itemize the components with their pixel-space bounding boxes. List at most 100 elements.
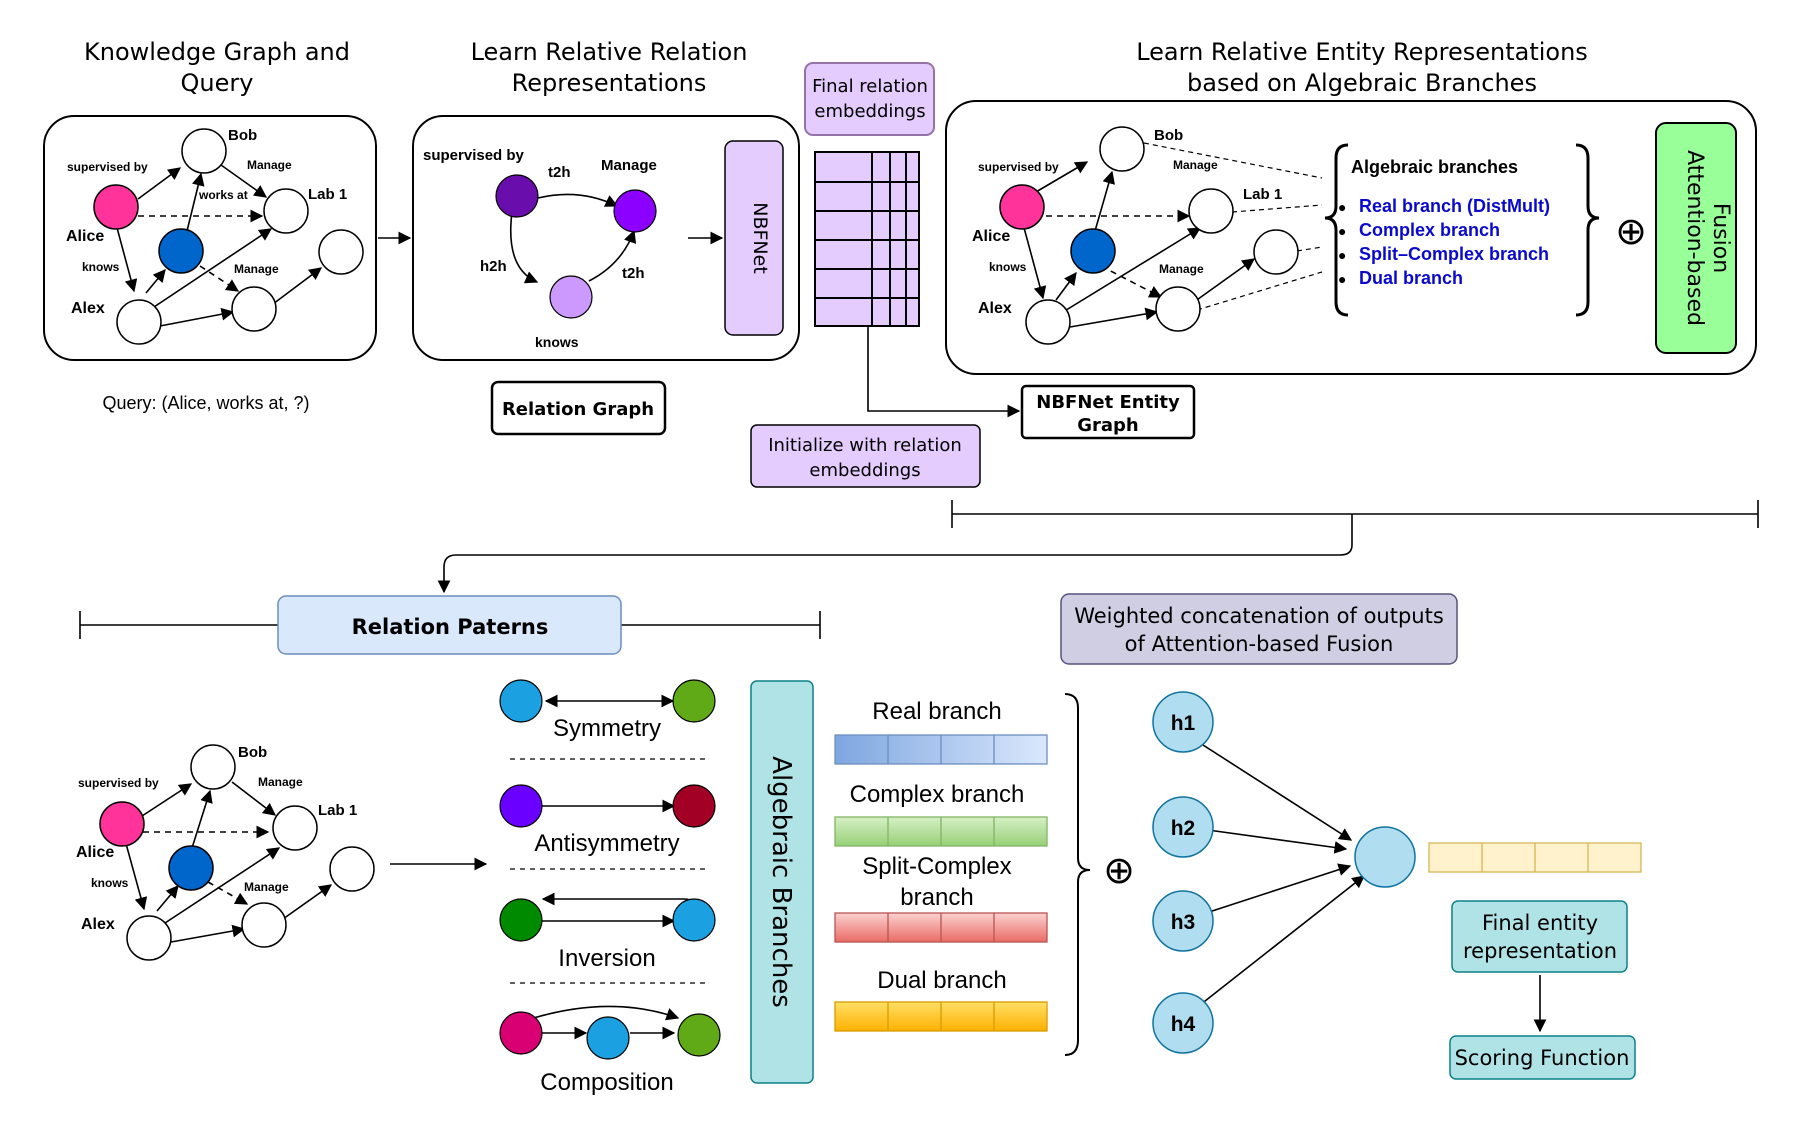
unnamed-node [231,286,277,332]
rg-supervised-label: supervised by [423,147,525,164]
nbfnet-entity-graph-box [1020,384,1196,440]
alice-node [99,801,145,847]
knows-relation-node [549,275,593,319]
svg-text:●: ● [1338,247,1346,263]
rg-manage-label: Manage [601,157,657,174]
pattern-antisymmetry: Antisymmetry [534,830,679,857]
alg-list-item-dual: Dual branch [1359,268,1463,288]
scoring-function-box [1449,1035,1636,1080]
lab1-node [272,805,318,851]
fusion-output-node [1354,826,1416,888]
pattern-inversion: Inversion [558,945,655,972]
composition-c-node [677,1013,721,1057]
supervised-relation-node [495,174,539,218]
kg-knows-label: knows [82,260,120,274]
symmetry-tail-node [672,679,716,723]
ent-manage-label: Manage [1173,158,1218,172]
attention-line2: Fusion [1708,203,1733,273]
final-entity-line1: Final entity [1482,911,1598,935]
ent-bob-label: Bob [1154,127,1183,144]
bkg-lab1-label: Lab 1 [318,802,357,819]
h2-label: h2 [1171,817,1196,840]
pattern-symmetry: Symmetry [553,715,661,742]
weighted-line1: Weighted concatenation of outputs [1074,604,1444,628]
nbfnet-label: NBFNet [749,202,771,274]
attention-line1: Attention-based [1682,150,1707,326]
pattern-composition: Composition [540,1069,673,1096]
composition-b-node [586,1016,630,1060]
ent-title-line1: Learn Relative Entity Representations [1136,38,1588,66]
rg-t2h-label: t2h [548,164,571,181]
alg-list-title: Algebraic branches [1351,157,1518,177]
kg-manage-label: Manage [247,158,292,172]
bkg-alice-label: Alice [76,844,114,861]
initialize-box [750,424,981,488]
unnamed-node [329,846,375,892]
kg-title-line2: Query [181,69,254,97]
kg-lab1-label: Lab 1 [308,186,347,203]
bkg-alex-label: Alex [81,916,115,933]
branch-real-label: Real branch [872,698,1001,725]
alice-node [999,184,1045,230]
final-relation-embeddings-box [804,62,935,136]
algebraic-branches-label: Algebraic Branches [766,756,796,1008]
kg-alice-label: Alice [66,228,104,245]
entity-graph-line1: NBFNet Entity [1036,392,1180,413]
bkg-knows-label: knows [91,876,129,890]
final-entity-representation-box [1451,900,1628,973]
final-rel-line2: embeddings [814,101,925,122]
relation-patterns-list: Symmetry Antisymmetry Inversion Composit… [499,679,721,1096]
query-text: Query: (Alice, works at, ?) [102,393,309,413]
relation-graph-panel: supervised by Manage knows t2h h2h t2h N… [412,115,800,361]
branch-split-line1: Split-Complex [862,853,1011,880]
rg-knows-label: knows [535,334,579,350]
svg-text:●: ● [1338,223,1346,239]
init-line1: Initialize with relation [768,435,962,456]
blue-node [158,228,204,274]
init-line2: embeddings [809,460,920,481]
oplus-symbol-bottom: ⊕ [1103,850,1135,892]
branch-embeddings: Real branch Complex branch Split-Complex… [834,693,1135,1056]
h1-label: h1 [1171,712,1196,735]
bkg-bob-label: Bob [238,744,267,761]
antisymmetry-tail-node [672,784,716,828]
ent-alex-label: Alex [978,300,1012,317]
unnamed-node [1155,286,1201,332]
blue-node [168,845,214,891]
bob-node [181,128,227,174]
inversion-tail-node [672,898,716,942]
final-entity-line2: representation [1463,939,1617,963]
entity-representation-panel: Bob Alice Alex Lab 1 supervised by Manag… [945,100,1757,375]
kg-worksat-label: works at [198,188,248,202]
lab1-node [1188,188,1234,234]
h4-node [1152,992,1214,1054]
lab1-node [263,188,309,234]
entity-graph-line2: Graph [1077,415,1139,436]
alg-list-item-split: Split–Complex branch [1359,244,1549,264]
h3-label: h3 [1171,911,1196,934]
svg-text:●: ● [1338,199,1346,215]
kg-alex-label: Alex [71,300,105,317]
bob-node [1099,126,1145,172]
kg-supervised-label: supervised by [67,160,148,174]
h4-label: h4 [1171,1013,1196,1036]
nbfnet-block [724,140,784,336]
h3-node [1152,890,1214,952]
symmetry-head-node [499,679,543,723]
kg-bob-label: Bob [228,127,257,144]
span-bracket [437,500,1759,594]
alex-node [1025,299,1071,345]
alice-node [93,184,139,230]
branch-complex-label: Complex branch [850,781,1025,808]
rel-title-line1: Learn Relative Relation [471,38,748,66]
rel-title-line2: Representations [512,69,707,97]
algebraic-branches-box [750,680,814,1084]
ent-title-line2: based on Algebraic Branches [1187,69,1537,97]
h2-node [1152,796,1214,858]
weighted-line2: of Attention-based Fusion [1125,632,1394,656]
alg-list-item-complex: Complex branch [1359,220,1500,240]
final-rel-line1: Final relation [812,76,928,97]
unnamed-node [1253,229,1299,275]
kg-title-line1: Knowledge Graph and [84,38,350,66]
